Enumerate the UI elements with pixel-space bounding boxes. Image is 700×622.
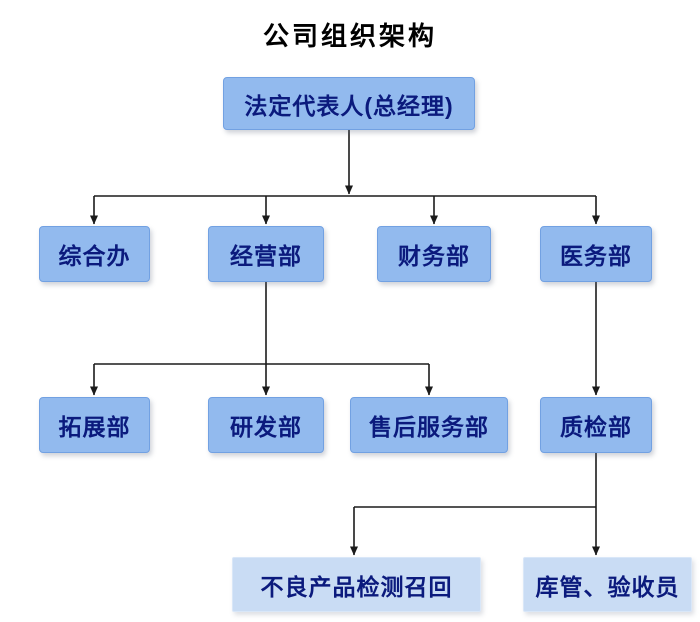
node-rnd-dept: 研发部 [208,397,324,453]
node-aftersales-service-dept: 售后服务部 [350,397,508,453]
chart-title: 公司组织架构 [262,21,437,51]
node-medical-dept: 医务部 [540,226,652,282]
node-expansion-dept: 拓展部 [39,397,150,453]
node-general-office: 综合办 [39,226,150,282]
node-finance-dept: 财务部 [377,226,491,282]
node-quality-inspection-dept: 质检部 [540,397,652,453]
node-warehouse-inspector: 库管、验收员 [523,557,692,612]
node-defective-product-recall: 不良产品检测召回 [232,557,481,612]
node-legal-representative: 法定代表人(总经理) [223,77,475,130]
node-operations-dept: 经营部 [208,226,324,282]
